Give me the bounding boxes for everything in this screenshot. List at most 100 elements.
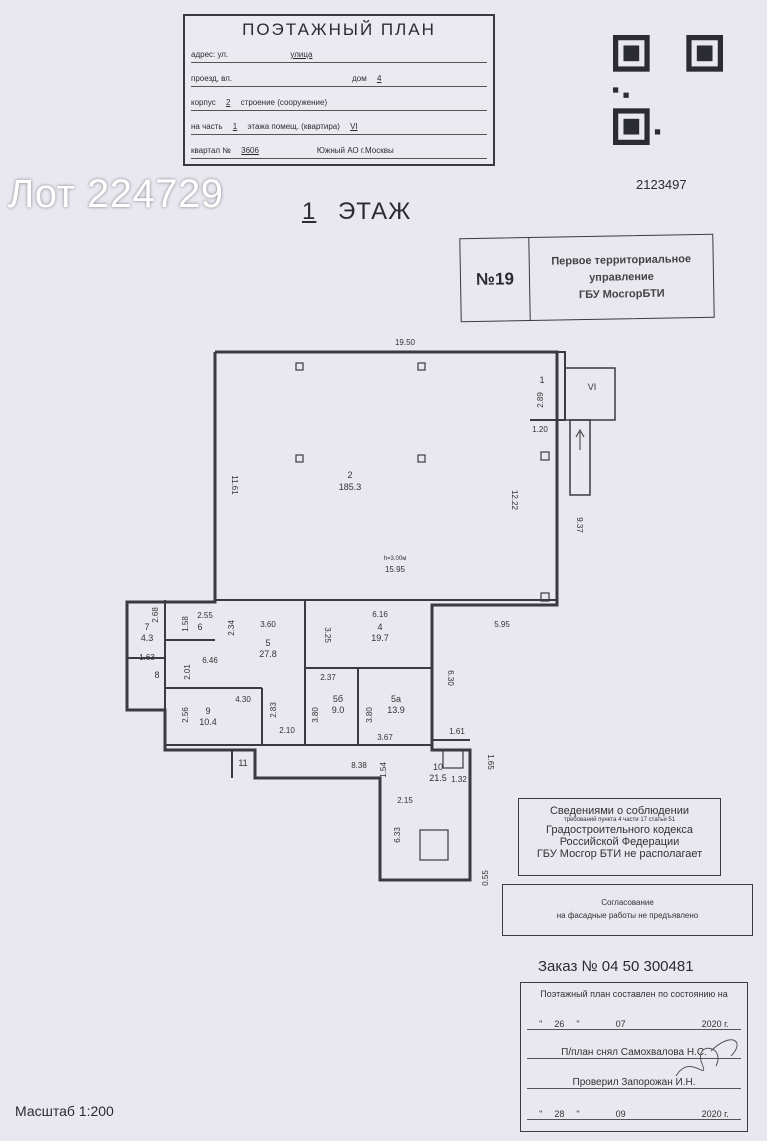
dim: 3.80 (311, 707, 320, 723)
room-number: 4 (377, 622, 382, 632)
wall (564, 367, 616, 421)
dim: 4.30 (235, 695, 251, 704)
month: 09 (615, 1109, 626, 1119)
dim: 1.32 (451, 775, 467, 784)
dim: 1.63 (139, 653, 155, 662)
dim: 11.61 (230, 475, 239, 495)
dim: 2.01 (183, 664, 192, 680)
value: 2 (225, 98, 231, 107)
label: корпус (191, 98, 216, 107)
dim: 6.33 (393, 827, 402, 843)
dim: 2.68 (151, 607, 160, 623)
year: 2020 (701, 1109, 722, 1119)
room-number: 1 (539, 375, 544, 385)
label: Проверил (572, 1077, 619, 1088)
stamp-row-address: адрес: ул. улица (191, 50, 487, 63)
dim: 3.60 (260, 620, 276, 629)
day: 28 (554, 1109, 565, 1119)
value: Самохвалова Н.С. (620, 1047, 707, 1058)
dim: 2.55 (197, 611, 213, 620)
room-area: 10.4 (199, 717, 217, 727)
dim: 6.16 (372, 610, 388, 619)
room-area: 185.3 (339, 482, 362, 492)
ceiling-height: h=3.00м (384, 556, 407, 562)
document-code: 2123497 (636, 177, 687, 192)
dim: 2.34 (227, 620, 236, 636)
floor-label: ЭТАЖ (338, 198, 412, 225)
room-number: 7 (144, 622, 149, 632)
notice-line: Градостроительного кодекса (546, 824, 693, 836)
dim: 1.65 (486, 754, 495, 770)
wall (530, 351, 566, 421)
stamp-row-house: проезд, вл.дом 4 (191, 74, 487, 87)
dim: 1.58 (181, 616, 190, 632)
dim: 8.38 (351, 761, 367, 770)
dim: 12.22 (510, 490, 519, 511)
room-area: 21.5 (429, 773, 447, 783)
dim: 3.67 (377, 733, 393, 742)
dim: 5.95 (494, 620, 510, 629)
order-number: Заказ № 04 50 300481 (538, 958, 694, 975)
compliance-notice: Сведениями о соблюдении требований пункт… (518, 798, 721, 876)
signature-scribble (675, 1039, 738, 1077)
dim: 1.61 (449, 727, 465, 736)
value: улица (290, 50, 313, 59)
dim: 3.25 (323, 627, 332, 643)
surveyed-by: П/план снял Самохвалова Н.С. (527, 1047, 741, 1059)
facade-notice: Согласование на фасадные работы не предъ… (502, 884, 753, 936)
value: 1 (232, 122, 238, 131)
room-number: 5 (265, 638, 270, 648)
dim: 2.15 (397, 796, 413, 805)
room-number: 5б (333, 694, 343, 704)
year-suffix: г. (724, 1019, 729, 1029)
dim: 1.20 (532, 425, 548, 434)
title-stamp: ПОЭТАЖНЫЙ ПЛАН адрес: ул. улица проезд, … (183, 14, 495, 166)
dim: 3.80 (365, 707, 374, 723)
signature-box: Поэтажный план составлен по состоянию на… (520, 982, 748, 1132)
sign-header: Поэтажный план составлен по состоянию на (540, 989, 728, 999)
room-number: VI (588, 382, 597, 392)
month: 07 (615, 1019, 626, 1029)
year-suffix: г. (724, 1109, 729, 1119)
room-area: 4.3 (141, 633, 154, 643)
value: 4 (376, 74, 382, 83)
dim: 9.37 (575, 517, 584, 533)
dim: 6.30 (446, 670, 455, 686)
dim: 19.50 (395, 338, 416, 347)
value: Южный АО г.Москвы (316, 146, 394, 155)
wall (569, 419, 591, 496)
room-number: 5а (391, 694, 401, 704)
room-number: 10 (433, 762, 443, 772)
floor-title: 1 ЭТАЖ (288, 198, 411, 226)
label: П/план снял (561, 1047, 619, 1058)
label: этажа помещ. (квартира) (247, 122, 340, 131)
value: 3606 (241, 146, 259, 155)
label: проезд, вл. (191, 74, 233, 83)
stamp-row-quarter: квартал № 3606 Южный АО г.Москвы (191, 146, 487, 159)
room-number: 8 (154, 670, 159, 680)
wall (125, 350, 559, 882)
value: VI (350, 122, 358, 131)
value: Запорожан И.Н. (621, 1077, 696, 1088)
day: 26 (554, 1019, 565, 1029)
label: адрес: ул. (191, 50, 229, 59)
qr-code (613, 35, 723, 145)
stamp-row-part: на часть 1 этажа помещ. (квартира) VI (191, 122, 487, 135)
dim: 1.54 (379, 762, 388, 778)
notice-line: Сведениями о соблюдении (549, 805, 690, 817)
dim: 2.83 (269, 702, 278, 718)
label: квартал № (191, 146, 231, 155)
dim: 2.56 (181, 707, 190, 723)
stamp-row-building: корпус 2 строение (сооружение) (191, 98, 487, 111)
notice-line: ГБУ Мосгор БТИ не располагает (536, 848, 703, 860)
year: 2020 (701, 1019, 722, 1029)
notice-line: требований пункта 4 части 17 статьи 51 (563, 817, 676, 823)
room-area: 13.9 (387, 705, 405, 715)
entrance-arrow-icon (575, 428, 585, 450)
room-area: 9.0 (332, 705, 345, 715)
stamp-title: ПОЭТАЖНЫЙ ПЛАН (242, 20, 436, 39)
dim: 2.89 (536, 392, 545, 408)
